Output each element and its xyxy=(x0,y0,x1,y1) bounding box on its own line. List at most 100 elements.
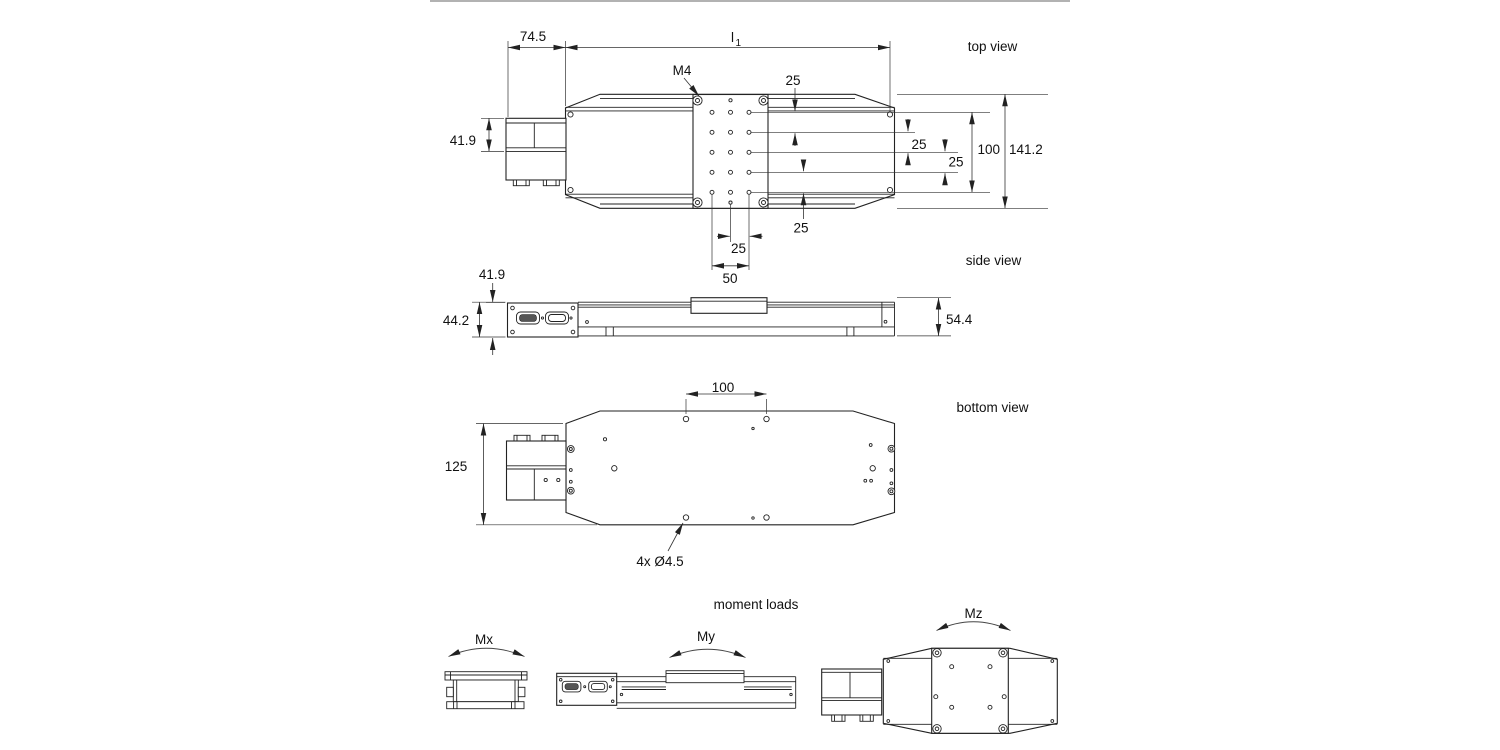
rail-hole xyxy=(883,319,888,324)
ext-lines-125 xyxy=(476,423,597,526)
dim-25-row-bottom: 25 xyxy=(793,221,808,236)
body-screw-icon xyxy=(886,111,894,118)
mounting-holes xyxy=(682,415,770,521)
body-screw-icon xyxy=(567,111,574,118)
mz-body-lines xyxy=(883,657,1058,725)
my-figure: My xyxy=(556,629,797,709)
moment-loads-label: moment loads xyxy=(714,597,799,612)
m4-leader-line xyxy=(683,77,700,97)
dim-25-row-b: 25 xyxy=(949,155,964,170)
my-rail-lines xyxy=(616,676,797,709)
top-view-label: top view xyxy=(968,39,1018,54)
mx-base-ticks xyxy=(453,701,516,709)
carriage-hole-grid xyxy=(709,98,752,205)
mz-figure: Mz xyxy=(821,606,1058,734)
mz-motor-foot xyxy=(831,714,846,722)
dim-125: 125 xyxy=(445,459,468,474)
side-view-label: side view xyxy=(966,253,1022,268)
mx-figure: Mx xyxy=(444,632,528,710)
mz-moment-arrow xyxy=(936,621,1011,631)
motor-foot xyxy=(541,434,559,442)
mx-side-tab xyxy=(446,686,454,698)
dim-100-bottom: 100 xyxy=(712,380,735,395)
ext-lines-100-bottom xyxy=(685,399,767,414)
my-rail-hole xyxy=(789,692,793,697)
row-extension-lines xyxy=(751,93,1048,209)
hole-callout-leader xyxy=(667,522,684,552)
dim-l1: l xyxy=(731,30,734,45)
mx-side-tab xyxy=(517,686,526,698)
side-view: 41.9 44.2 54.4 side view xyxy=(443,253,1022,355)
rail-hole xyxy=(585,320,589,324)
dsub-connector-pins xyxy=(564,683,579,690)
dim-41-9-top: 41.9 xyxy=(450,133,476,148)
dim-141-2: 141.2 xyxy=(1009,142,1043,157)
my-moment-arrow xyxy=(669,648,746,658)
mz-body-screws xyxy=(886,659,1055,723)
dim-25-row-a: 25 xyxy=(912,137,927,152)
motor-block-top xyxy=(505,117,567,181)
body-screw-icon xyxy=(886,186,894,194)
motor-block-lines xyxy=(506,122,566,152)
mz-label: Mz xyxy=(965,606,983,621)
mx-top-plate xyxy=(444,671,528,681)
mz-carriage-screws xyxy=(932,648,1008,734)
mx-body xyxy=(452,679,519,703)
motor-foot xyxy=(512,179,530,187)
carriage-side xyxy=(690,297,768,314)
mx-body-lines xyxy=(456,680,516,702)
my-label: My xyxy=(697,629,715,644)
carriage-ring-screws xyxy=(692,95,769,208)
body-screw-icon xyxy=(567,186,574,194)
dsub-connector-inner xyxy=(590,683,606,691)
bottom-view: 100 125 4x Ø4.5 bottom view xyxy=(445,380,1029,569)
dim-25-cols: 25 xyxy=(731,241,746,256)
dim-100-top: 100 xyxy=(978,142,1001,157)
mx-moment-arrow xyxy=(448,647,525,657)
mz-carriage-plate xyxy=(931,647,1009,734)
mx-base xyxy=(446,701,525,710)
ext-lines-41-9 xyxy=(481,117,504,152)
motor-foot xyxy=(513,434,531,442)
rail-body-side xyxy=(578,302,895,337)
connector-block-screws xyxy=(510,305,576,335)
panel-hole xyxy=(608,685,612,689)
panel-hole xyxy=(583,685,587,689)
mz-motor-block xyxy=(821,668,883,716)
mz-foot-ticks xyxy=(834,715,871,722)
dim-54-4: 54.4 xyxy=(946,312,973,327)
dim-74-5: 74.5 xyxy=(520,29,546,44)
dsub-connector-pins xyxy=(519,314,537,322)
dim-50: 50 xyxy=(722,271,737,286)
body-rail-lines xyxy=(565,98,895,205)
motor-foot xyxy=(542,179,560,187)
ext-lines-44-2 xyxy=(472,301,506,338)
dim-44-2: 44.2 xyxy=(443,313,469,328)
panel-hole xyxy=(540,316,545,320)
motor-block-bottom xyxy=(505,440,567,501)
hole-callout-4x-d4-5: 4x Ø4.5 xyxy=(636,554,683,569)
bottom-left-holes xyxy=(543,437,618,495)
my-carriage xyxy=(665,670,745,684)
dsub-connector-inner xyxy=(548,314,566,322)
panel-hole xyxy=(569,316,573,320)
mz-carriage-holes xyxy=(933,664,1007,710)
motor-foot-ticks xyxy=(516,180,557,186)
ext-lines-54-4 xyxy=(897,297,951,337)
thread-callout-m4: M4 xyxy=(673,63,692,78)
top-view: 74.5 l 1 M4 41.9 25 25 25 100 141.2 xyxy=(450,29,1048,286)
ext-lines-74-5 xyxy=(507,41,566,117)
dim-l1-subscript: 1 xyxy=(736,38,742,49)
motor-foot-ticks xyxy=(516,435,556,441)
moment-loads: moment loads Mx My xyxy=(444,597,1058,734)
mx-plate-lines xyxy=(445,671,527,680)
bottom-right-holes xyxy=(863,443,896,496)
motor-block-lines xyxy=(506,465,566,500)
mz-motor-foot xyxy=(859,714,874,722)
dim-41-9-side: 41.9 xyxy=(479,267,505,282)
my-rail-hole xyxy=(619,692,624,697)
col-extension-lines xyxy=(711,194,750,270)
mz-motor-lines xyxy=(821,671,882,701)
